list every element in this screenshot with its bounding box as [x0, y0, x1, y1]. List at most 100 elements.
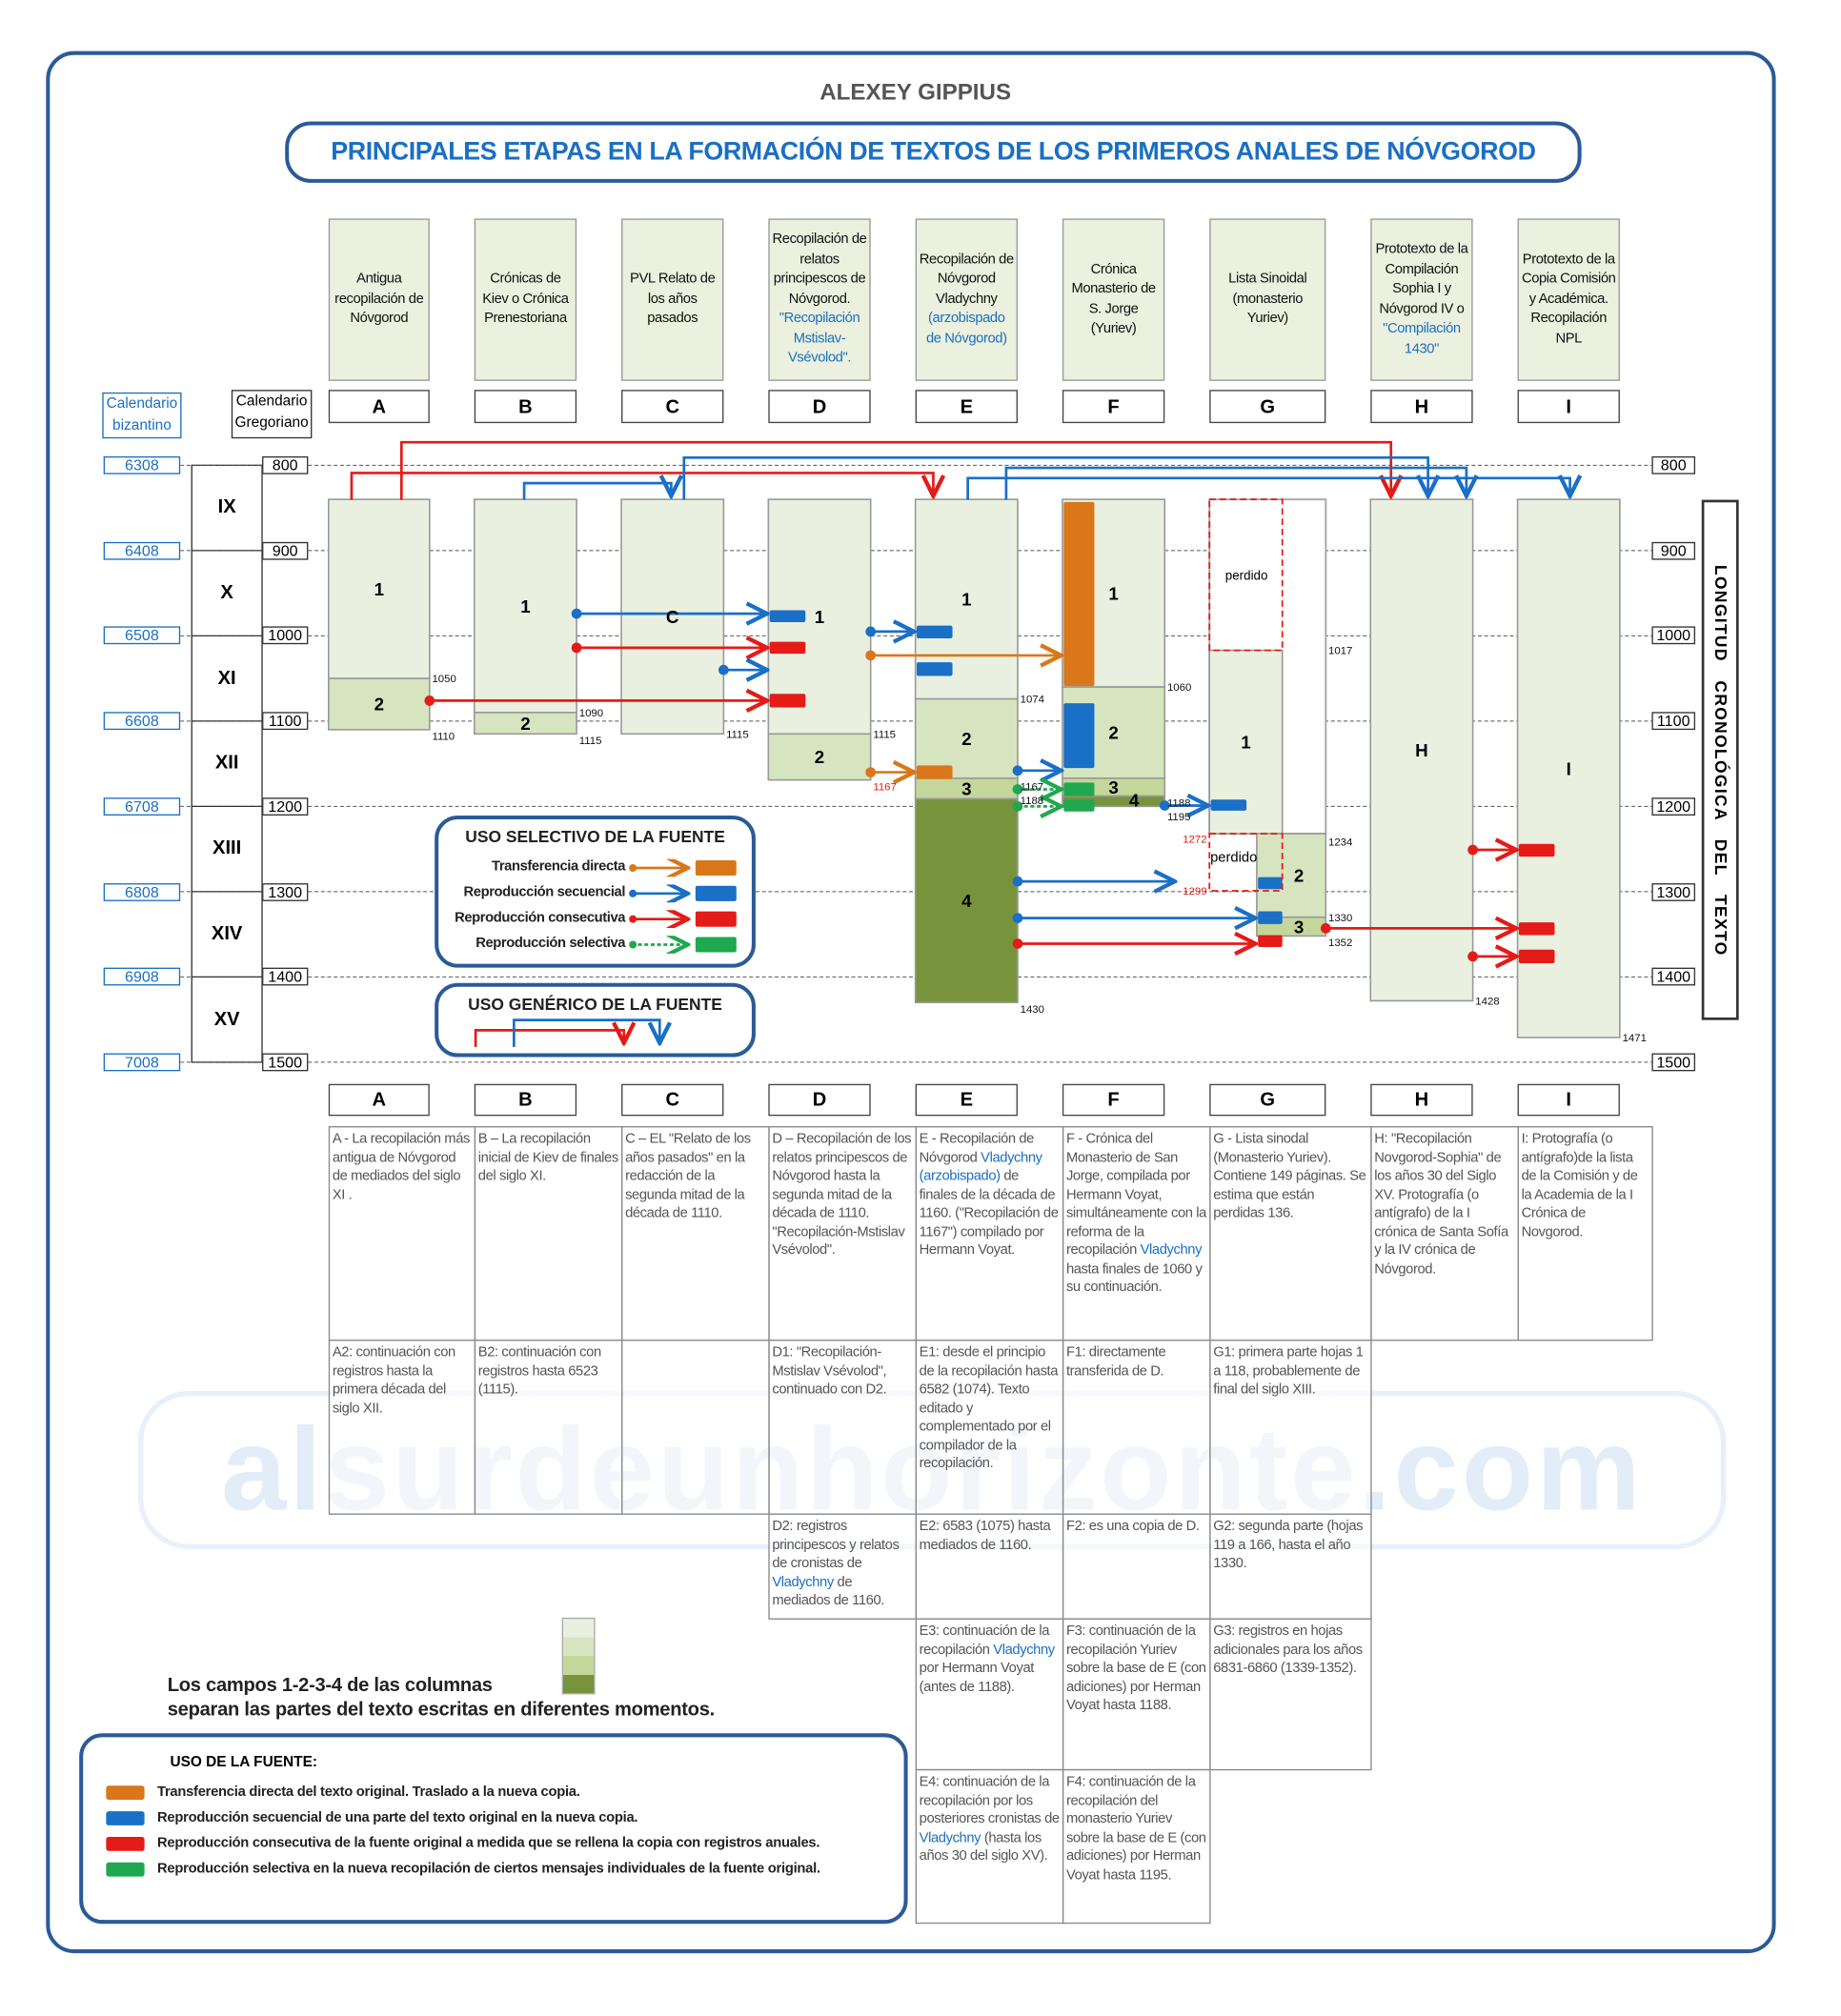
segment-label: I: [1567, 758, 1571, 778]
segment-label: 4: [1129, 790, 1140, 810]
cell-text: hasta finales de 1060 y su continuación.: [1065, 1260, 1203, 1296]
byzantine-year: 6608: [103, 712, 181, 731]
year-label: 1188: [1021, 796, 1044, 807]
cell-text: D1: "Recopilación-Mstislav Vsévolod", co…: [772, 1344, 887, 1398]
cell-text: A2: continuación con registros hasta la …: [332, 1344, 455, 1416]
transfer-origin-dot: [1012, 876, 1023, 887]
year-label: 1167: [1021, 781, 1044, 793]
description-cell-g: G3: registros en hojas adicionales para …: [1209, 1618, 1372, 1771]
header-text-segment: Crónica Monasterio de S. Jorge (Yuriev): [1071, 261, 1156, 336]
description-cell-c-empty: [621, 1340, 770, 1515]
source-block-selective: [1063, 782, 1095, 796]
cell-text: A - La recopilación más antigua de Nóvgo…: [332, 1131, 471, 1202]
source-use-legend: USO DE LA FUENTE: Transferencia directa …: [79, 1733, 908, 1925]
source-block-sequential: [1063, 703, 1095, 769]
cell-text: E3: continuación de la recopilación: [919, 1623, 1050, 1658]
byzantine-calendar-label: Calendario bizantino: [102, 392, 182, 439]
column-header-a: Antigua recopilación de Nóvgorod: [328, 218, 430, 381]
segment-label: C: [666, 607, 679, 627]
transfer-origin-dot: [865, 767, 877, 777]
transfer-origin-dot: [424, 696, 435, 706]
text-segment-b: [473, 712, 577, 736]
column-header-c: PVL Relato de los años pasados: [621, 218, 724, 381]
segment-label: 3: [1294, 917, 1304, 937]
segment-label: 3: [961, 778, 971, 798]
description-cell-e: E - Recopilación de Nóvgorod Vladychny (…: [915, 1126, 1064, 1341]
text-segment-a: [328, 498, 431, 679]
column-header-text: Prototexto de la Copia Comisión y Académ…: [1522, 251, 1616, 350]
byzantine-year: 6308: [103, 455, 181, 474]
column-letter-bottom: I: [1517, 1083, 1620, 1117]
source-block-sequential: [1258, 877, 1283, 890]
year-label: 1090: [579, 708, 603, 719]
fields-note: Los campos 1-2-3-4 de las columnas separ…: [168, 1673, 715, 1722]
description-cell-e: E3: continuación de la recopilación Vlad…: [915, 1618, 1064, 1771]
segment-label: 2: [520, 714, 530, 734]
cell-text: D2: registros principescos y relatos de …: [772, 1518, 900, 1571]
century-label: XV: [213, 1008, 240, 1030]
gregorian-year: 1200: [262, 796, 309, 816]
legend-arrow-selective: [629, 936, 737, 954]
cell-text: Vladychny (arzobispado): [919, 1149, 1042, 1184]
cell-text: E1: desde el principio de la recopilació…: [919, 1344, 1059, 1472]
outer-frame: [46, 50, 1776, 1954]
generic-use-legend: USO GENÉRICO DE LA FUENTE: [435, 982, 756, 1058]
description-cell-f: F2: es una copia de D.: [1062, 1513, 1211, 1620]
legend-row-consecutive: Reproducción consecutiva de la fuente or…: [106, 1834, 888, 1852]
gregorian-year-right: 900: [1651, 541, 1696, 560]
cell-text: Vladychny: [1140, 1242, 1203, 1259]
century-label: XIII: [212, 837, 242, 859]
column-letter-top: D: [768, 390, 871, 424]
century-label: XIV: [211, 922, 243, 945]
year-label: 1428: [1475, 996, 1499, 1007]
text-segment-d: [767, 733, 872, 781]
byzantine-year: 6808: [103, 882, 181, 901]
description-cell-f: F1: directamente transferida de D.: [1062, 1340, 1211, 1515]
column-letter-top: C: [621, 390, 724, 424]
cell-text: Vladychny: [772, 1574, 834, 1590]
byzantine-year: 6408: [103, 541, 181, 560]
column-letter-top: I: [1517, 390, 1620, 424]
selective-use-legend: USO SELECTIVO DE LA FUENTE Transferencia…: [435, 815, 756, 968]
lost-year-label: 1272: [1183, 834, 1206, 845]
column-header-text: Crónica Monasterio de S. Jorge (Yuriev): [1066, 260, 1161, 339]
century-label: IX: [217, 496, 236, 518]
legend-item-label: Reproducción consecutiva de la fuente or…: [157, 1835, 820, 1851]
transfer-origin-dot: [571, 608, 582, 619]
column-header-e: Recopilación de Nóvgorod Vladychny (arzo…: [915, 218, 1018, 381]
segment-label: 2: [1294, 866, 1304, 886]
transfer-origin-dot: [865, 650, 877, 661]
cell-text: F4: continuación de la recopilación del …: [1065, 1774, 1206, 1883]
column-header-f: Crónica Monasterio de S. Jorge (Yuriev): [1062, 218, 1165, 381]
year-label: 1115: [579, 736, 602, 747]
column-letter-bottom: A: [328, 1083, 430, 1117]
gregorian-year-right: 1200: [1651, 796, 1696, 816]
cell-text: C – EL "Relato de los años pasados" en l…: [625, 1131, 751, 1221]
column-header-h: Prototexto de la Compilación Sophia I y …: [1370, 218, 1473, 381]
legend-swatch-consecutive: [106, 1836, 145, 1851]
legend-swatch-sequential: [106, 1811, 145, 1825]
column-header-text: PVL Relato de los años pasados: [625, 270, 719, 329]
year-label: 1188: [1167, 797, 1191, 809]
gregorian-year-right: 1500: [1651, 1053, 1696, 1072]
cell-text: E2: 6583 (1075) hasta mediados de 1160.: [919, 1518, 1051, 1553]
description-cell-e: E1: desde el principio de la recopilació…: [915, 1340, 1064, 1515]
transfer-origin-dot: [718, 664, 729, 675]
description-cell-h: H: "Recopilación Novgorod-Sophia" de los…: [1370, 1126, 1519, 1341]
year-label: 1017: [1328, 646, 1352, 657]
transfer-origin-dot: [571, 642, 582, 654]
gregorian-year-right: 1400: [1651, 967, 1696, 986]
cell-text: por Hermann Voyat (antes de 1188).: [919, 1660, 1035, 1695]
cell-text: G1: primera parte hojas 1 a 118, probabl…: [1213, 1344, 1364, 1398]
gregorian-year-right: 800: [1651, 455, 1696, 474]
column-header-i: Prototexto de la Copia Comisión y Académ…: [1517, 218, 1620, 381]
year-label: 1115: [873, 729, 896, 740]
source-block-sequential: [916, 662, 953, 676]
gregorian-year: 1100: [262, 712, 309, 731]
generic-legend-title: USO GENÉRICO DE LA FUENTE: [468, 994, 722, 1014]
description-cell-d: D1: "Recopilación-Mstislav Vsévolod", co…: [768, 1340, 917, 1515]
legend-swatch-selective: [106, 1862, 145, 1877]
description-cell-i: I: Protografía (o antígrafo)de la lista …: [1517, 1126, 1653, 1341]
